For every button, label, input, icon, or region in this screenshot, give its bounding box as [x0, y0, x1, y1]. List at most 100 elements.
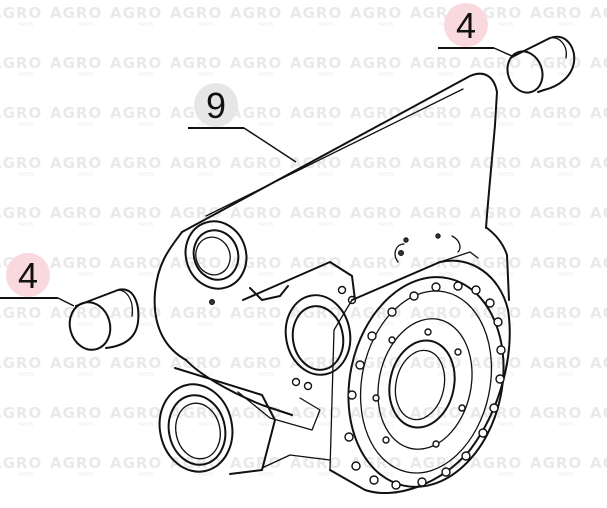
watermark-text: AGRO [0, 204, 42, 222]
watermark-text: AGRO [0, 454, 42, 472]
watermark-text: AGRO [590, 254, 607, 272]
watermark-subtext: PARTS [138, 172, 153, 178]
watermark-text: AGRO [470, 154, 522, 172]
callout-4-top-group: 4 [438, 3, 513, 57]
watermark-subtext: PARTS [438, 422, 453, 428]
watermark-subtext: PARTS [78, 172, 93, 178]
watermark-text: AGRO [350, 154, 402, 172]
watermark-subtext: PARTS [378, 472, 393, 478]
watermark-text: AGRO [590, 454, 607, 472]
watermark-text: AGRO [410, 154, 462, 172]
watermark-subtext: PARTS [258, 322, 273, 328]
watermark-text: AGRO [290, 4, 342, 22]
callout-badge [444, 3, 488, 47]
watermark-subtext: PARTS [258, 472, 273, 478]
watermark-subtext: PARTS [558, 72, 573, 78]
callout-label: 4 [18, 255, 38, 296]
watermark-text: AGRO [290, 54, 342, 72]
watermark-text: AGRO [410, 404, 462, 422]
watermark-text: AGRO [410, 304, 462, 322]
watermark-subtext: PARTS [18, 72, 33, 78]
watermark-text: AGRO [170, 204, 222, 222]
leader-line [243, 127, 297, 163]
watermark-text: AGRO [230, 254, 282, 272]
watermark-subtext: PARTS [498, 322, 513, 328]
watermark-text: AGRO [350, 104, 402, 122]
watermark-subtext: PARTS [558, 472, 573, 478]
watermark-text: AGRO [470, 354, 522, 372]
watermark-text: AGRO [230, 454, 282, 472]
watermark-text: AGRO [290, 404, 342, 422]
watermark-subtext: PARTS [498, 222, 513, 228]
watermark-text: AGRO [110, 254, 162, 272]
watermark-subtext: PARTS [378, 22, 393, 28]
watermark-text: AGRO [50, 4, 102, 22]
watermark-subtext: PARTS [258, 222, 273, 228]
watermark-text: AGRO [50, 304, 102, 322]
watermark-text: AGRO [590, 404, 607, 422]
watermark-text: AGRO [170, 154, 222, 172]
watermark-subtext: PARTS [558, 122, 573, 128]
watermark-subtext: PARTS [78, 22, 93, 28]
watermark-subtext: PARTS [18, 22, 33, 28]
watermark-subtext: PARTS [198, 422, 213, 428]
watermark-text: AGRO [110, 54, 162, 72]
watermark-text: AGRO [230, 304, 282, 322]
watermark-text: AGRO [350, 4, 402, 22]
watermark-layer: AGROPARTSAGROPARTSAGROPARTSAGROPARTSAGRO… [0, 4, 607, 478]
watermark-text: AGRO [110, 4, 162, 22]
watermark-text: AGRO [230, 354, 282, 372]
watermark-text: AGRO [110, 354, 162, 372]
watermark-text: AGRO [50, 154, 102, 172]
watermark-subtext: PARTS [78, 372, 93, 378]
watermark-subtext: PARTS [138, 222, 153, 228]
watermark-text: AGRO [290, 454, 342, 472]
watermark-subtext: PARTS [138, 422, 153, 428]
watermark-subtext: PARTS [438, 372, 453, 378]
watermark-subtext: PARTS [78, 272, 93, 278]
watermark-text: AGRO [530, 354, 582, 372]
watermark-subtext: PARTS [558, 322, 573, 328]
watermark-text: AGRO [110, 154, 162, 172]
watermark-text: AGRO [290, 304, 342, 322]
watermark-text: AGRO [590, 304, 607, 322]
watermark-subtext: PARTS [258, 122, 273, 128]
watermark-text: AGRO [590, 354, 607, 372]
watermark-subtext: PARTS [438, 272, 453, 278]
watermark-subtext: PARTS [138, 122, 153, 128]
watermark-subtext: PARTS [198, 22, 213, 28]
watermark-subtext: PARTS [138, 72, 153, 78]
leader-line [57, 297, 75, 307]
watermark-subtext: PARTS [378, 172, 393, 178]
watermark-text: AGRO [0, 54, 42, 72]
watermark-subtext: PARTS [18, 172, 33, 178]
watermark-subtext: PARTS [198, 72, 213, 78]
watermark-text: AGRO [530, 304, 582, 322]
watermark-subtext: PARTS [198, 322, 213, 328]
watermark-subtext: PARTS [498, 72, 513, 78]
watermark-text: AGRO [0, 404, 42, 422]
watermark-subtext: PARTS [138, 22, 153, 28]
callout-badge [194, 83, 238, 127]
watermark-subtext: PARTS [378, 372, 393, 378]
watermark-text: AGRO [530, 254, 582, 272]
watermark-text: AGRO [0, 154, 42, 172]
watermark-subtext: PARTS [258, 422, 273, 428]
watermark-text: AGRO [410, 454, 462, 472]
watermark-subtext: PARTS [258, 72, 273, 78]
watermark-text: AGRO [110, 454, 162, 472]
watermark-subtext: PARTS [18, 322, 33, 328]
watermark-subtext: PARTS [138, 472, 153, 478]
watermark-text: AGRO [50, 454, 102, 472]
watermark-subtext: PARTS [138, 272, 153, 278]
watermark-text: AGRO [110, 104, 162, 122]
watermark-subtext: PARTS [558, 272, 573, 278]
watermark-subtext: PARTS [378, 322, 393, 328]
watermark-subtext: PARTS [258, 372, 273, 378]
watermark-text: AGRO [290, 254, 342, 272]
watermark-subtext: PARTS [18, 222, 33, 228]
watermark-text: AGRO [470, 204, 522, 222]
watermark-subtext: PARTS [558, 222, 573, 228]
watermark-text: AGRO [110, 204, 162, 222]
